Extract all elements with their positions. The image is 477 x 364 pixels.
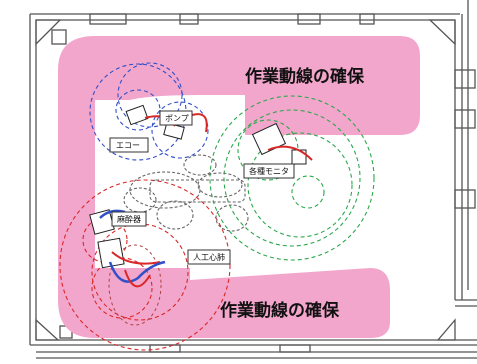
anesthesia-label: 麻酔器 xyxy=(111,211,147,227)
svg-text:各種モニタ: 各種モニタ xyxy=(249,166,289,176)
lower-zone-label: 作業動線の確保 xyxy=(220,300,340,321)
upper-zone-label: 作業動線の確保 xyxy=(245,66,365,87)
svg-text:麻酔器: 麻酔器 xyxy=(117,214,141,224)
heart-lung-zone-circles xyxy=(108,244,162,326)
monitor-cart xyxy=(251,122,313,165)
room-walls xyxy=(29,0,477,359)
pump-label: ポンプ xyxy=(159,110,193,126)
echo-label: エコー xyxy=(109,137,149,153)
heart-lung-machine xyxy=(97,237,166,288)
heart-lung-label: 人工心肺 xyxy=(187,249,231,265)
svg-text:人工心肺: 人工心肺 xyxy=(193,253,225,262)
svg-text:ポンプ: ポンプ xyxy=(165,114,189,123)
lower-workflow-zone xyxy=(58,195,390,338)
anesthesia-machine xyxy=(89,209,126,235)
svg-text:エコー: エコー xyxy=(116,141,140,150)
monitors-label: 各種モニタ xyxy=(243,163,295,179)
upper-workflow-zone xyxy=(58,36,420,225)
workflow-zones xyxy=(58,36,420,338)
operating-table xyxy=(123,154,249,232)
